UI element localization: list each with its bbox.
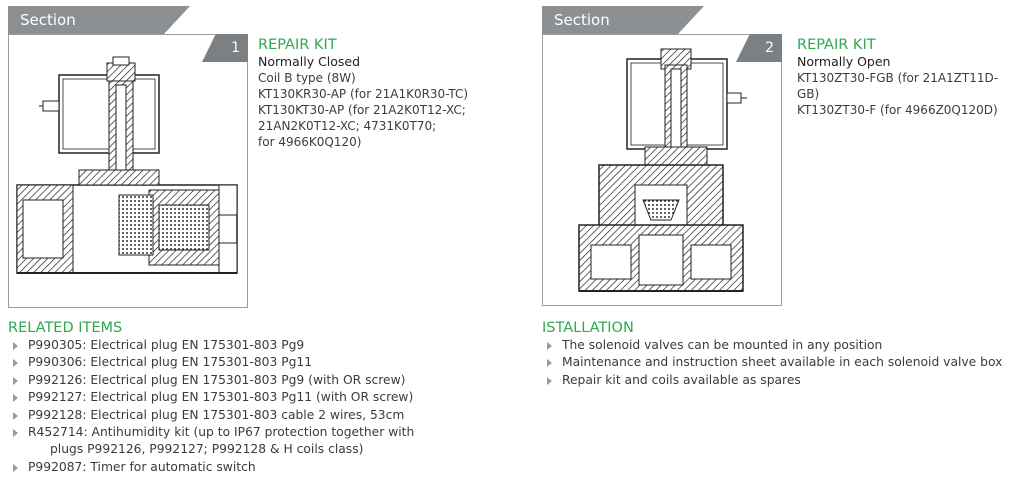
list-item: P992128: Electrical plug EN 175301-803 c… xyxy=(8,407,468,424)
repair-kit-line: KT130KR30-AP (for 21A1K0R30-TC) xyxy=(258,87,469,101)
repair-kit-type: Normally Closed xyxy=(258,54,361,69)
bullet-arrow-icon xyxy=(547,342,552,350)
repair-kit-line: KT130ZT30-F (for 4966Z0Q120D) xyxy=(797,103,998,117)
list-item: Maintenance and instruction sheet availa… xyxy=(542,354,1012,371)
list-item: Repair kit and coils available as spares xyxy=(542,372,1012,389)
list-item: P992127: Electrical plug EN 175301-803 P… xyxy=(8,389,468,406)
repair-kit-title: REPAIR KIT xyxy=(797,37,876,53)
section-tab-label: Section xyxy=(20,11,76,29)
repair-kit-line: KT130ZT30-FGB (for 21A1ZT11D-GB) xyxy=(797,71,999,101)
repair-kit-line: KT130KT30-AP (for 21A2K0T12-XC; xyxy=(258,103,466,117)
valve-cross-section-normally-closed xyxy=(16,56,238,274)
bullet-arrow-icon xyxy=(13,394,18,403)
bullet-arrow-icon xyxy=(13,376,18,385)
repair-kit-line: 21AN2K0T12-XC; 4731K0T70; xyxy=(258,119,437,133)
list-item: The solenoid valves can be mounted in an… xyxy=(542,337,1012,354)
list-item: P990305: Electrical plug EN 175301-803 P… xyxy=(8,337,468,354)
list-item: P992126: Electrical plug EN 175301-803 P… xyxy=(8,372,468,389)
bullet-arrow-icon xyxy=(547,359,552,368)
installation-list: The solenoid valves can be mounted in an… xyxy=(542,337,1012,389)
bullet-arrow-icon xyxy=(13,342,18,350)
bullet-arrow-icon xyxy=(13,429,18,438)
repair-kit-1: REPAIR KIT Normally Closed Coil B type (… xyxy=(258,36,518,150)
related-items-list: P990305: Electrical plug EN 175301-803 P… xyxy=(8,337,468,476)
section-tab-label: Section xyxy=(554,11,610,29)
repair-kit-title: REPAIR KIT xyxy=(258,37,337,53)
installation-heading: ISTALLATION xyxy=(542,320,634,336)
repair-kit-type: Normally Open xyxy=(797,54,891,69)
repair-kit-2: REPAIR KIT Normally Open KT130ZT30-FGB (… xyxy=(797,36,1017,118)
list-item-continuation: plugs P992126, P992127; P992128 & H coil… xyxy=(50,442,364,457)
repair-kit-line: Coil B type (8W) xyxy=(258,71,356,85)
section-panel-2: 2 xyxy=(542,34,782,306)
bullet-arrow-icon xyxy=(13,359,18,368)
section-panel-1: 1 xyxy=(8,34,248,308)
bullet-arrow-icon xyxy=(13,463,18,472)
bullet-arrow-icon xyxy=(547,376,552,385)
list-item: P990306: Electrical plug EN 175301-803 P… xyxy=(8,354,468,371)
repair-kit-line: for 4966K0Q120) xyxy=(258,135,362,149)
section-tab-2: Section xyxy=(542,6,704,34)
valve-cross-section-normally-open xyxy=(578,48,747,292)
related-items-heading: RELATED ITEMS xyxy=(8,320,123,336)
list-item: P992087: Timer for automatic switch xyxy=(8,459,468,476)
bullet-arrow-icon xyxy=(13,411,18,420)
list-item: R452714: Antihumidity kit (up to IP67 pr… xyxy=(8,424,468,459)
section-tab-1: Section xyxy=(8,6,190,34)
